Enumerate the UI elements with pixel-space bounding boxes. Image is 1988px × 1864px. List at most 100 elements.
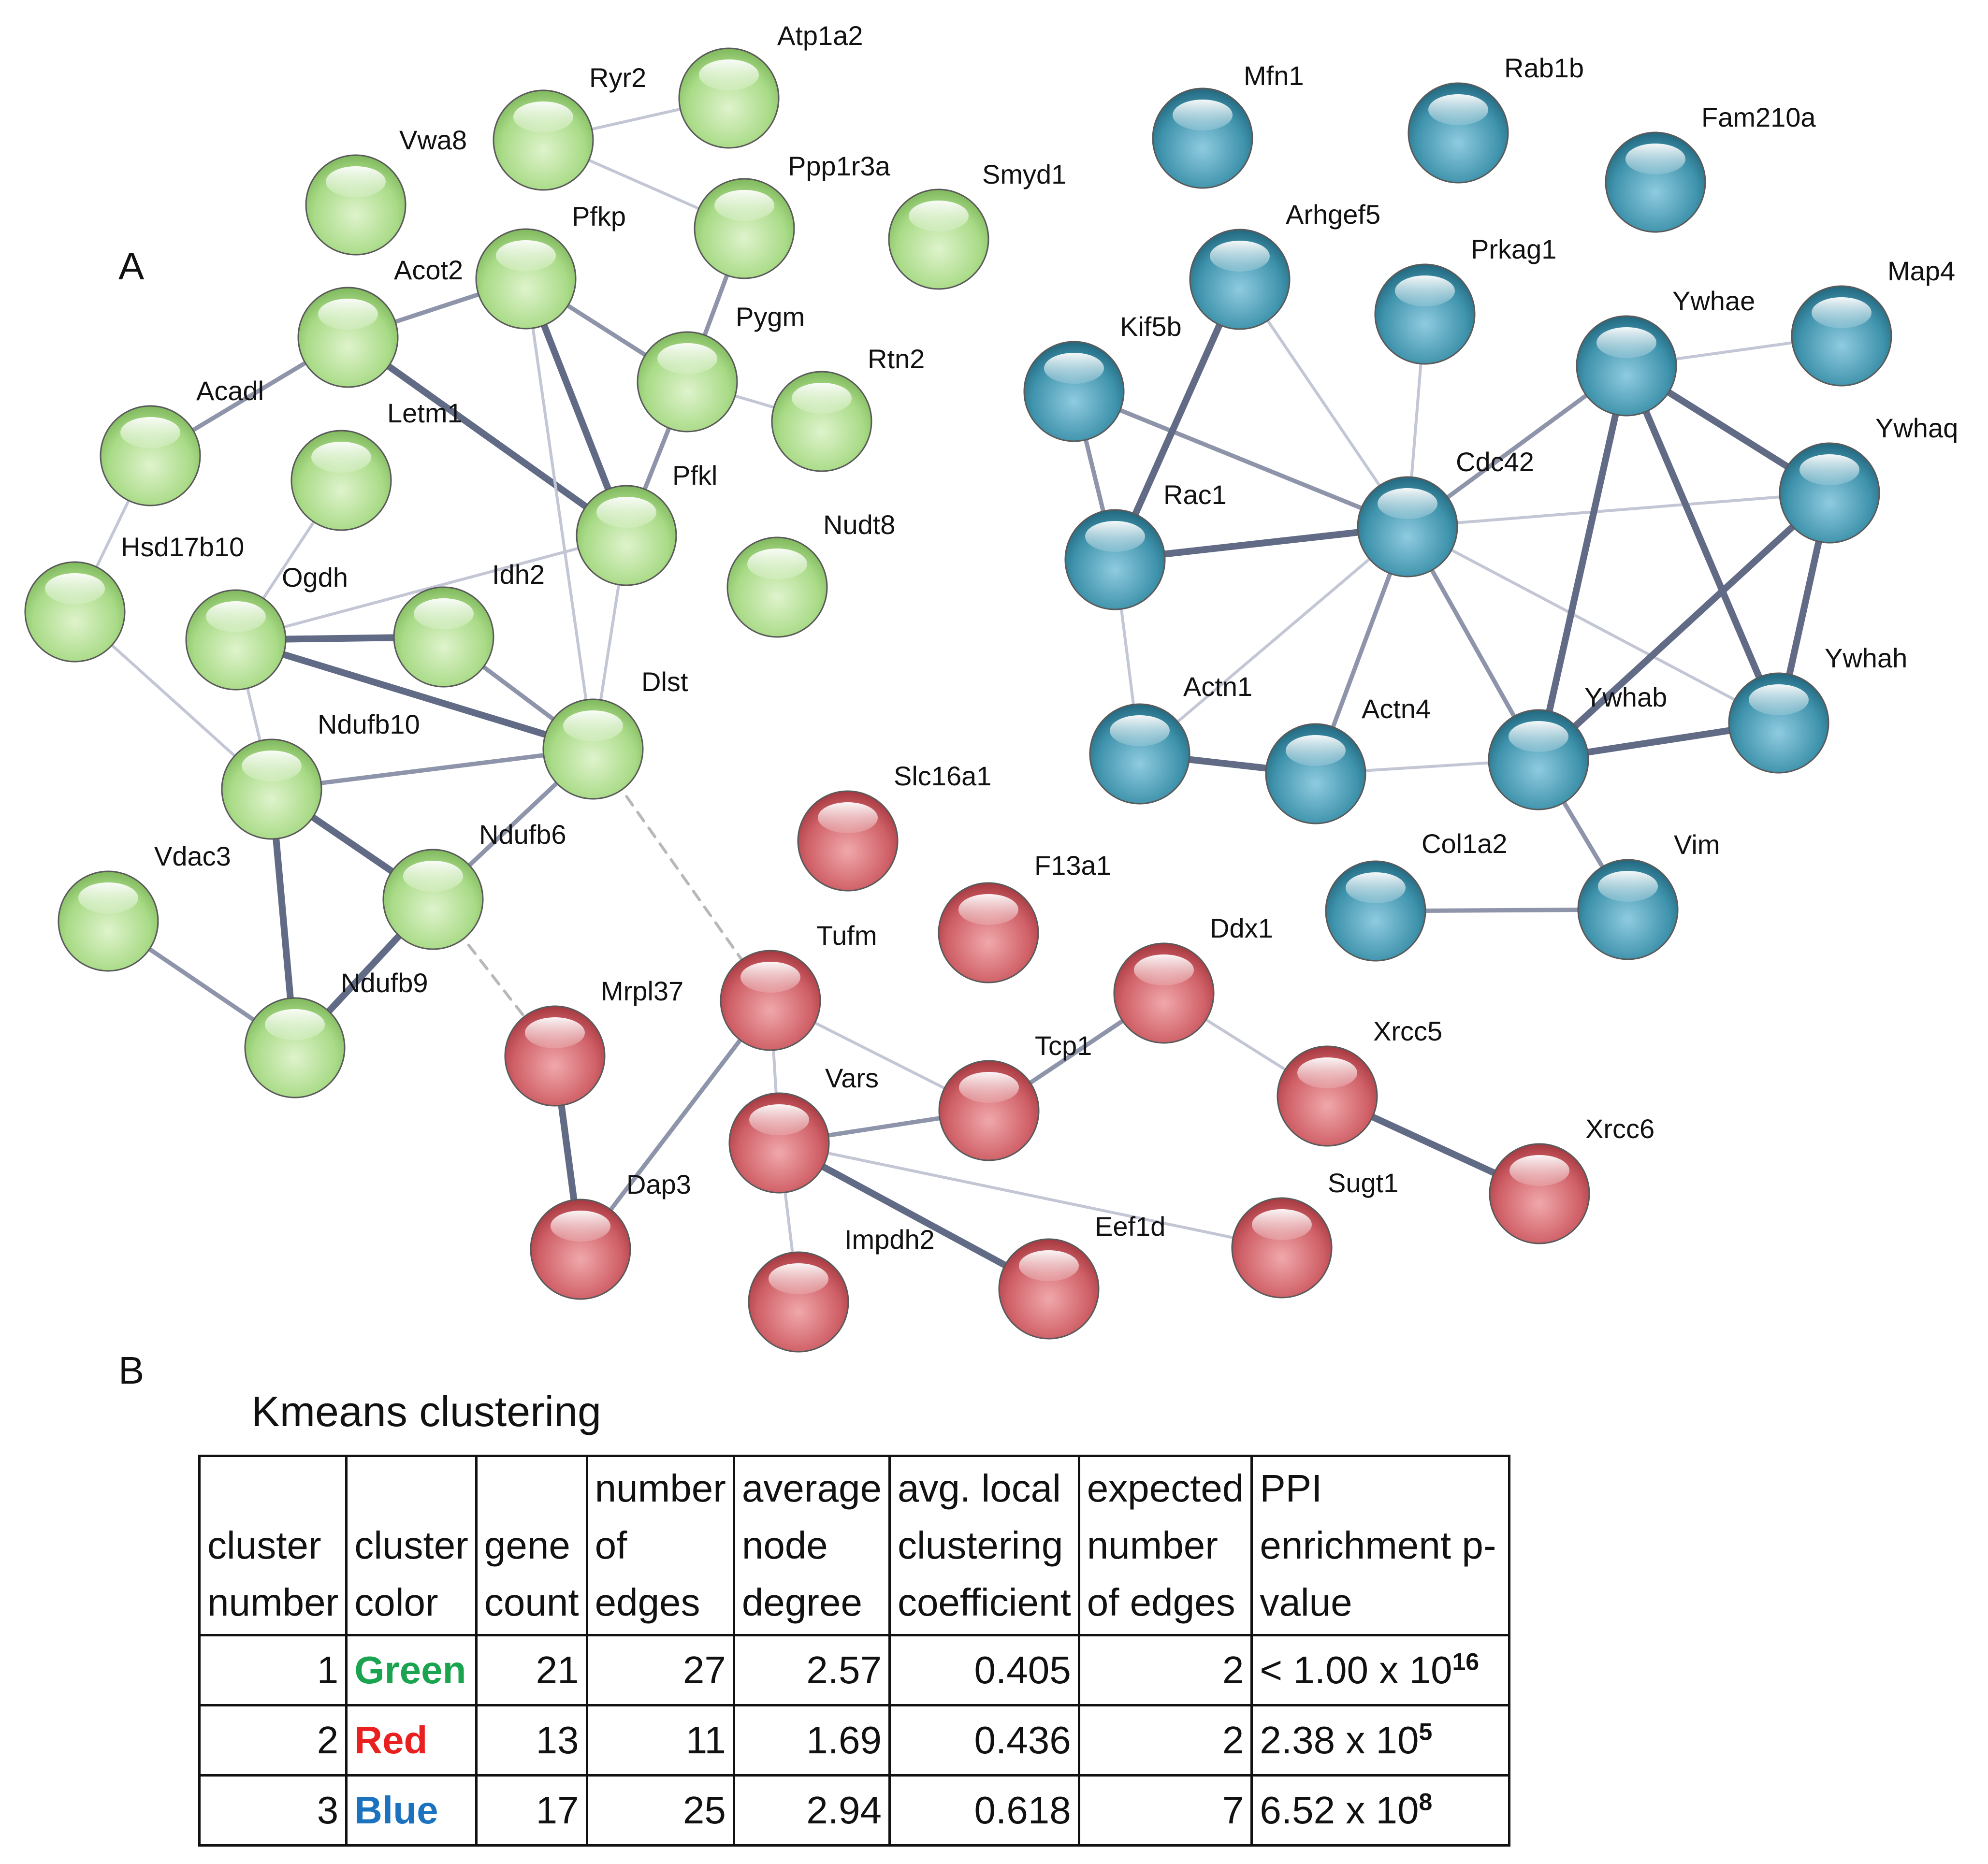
node-label: Pygm	[736, 302, 805, 332]
node-gloss	[1378, 488, 1437, 519]
node-eef1d: Eef1d	[998, 1211, 1165, 1340]
node-gloss	[1210, 241, 1270, 272]
edge-ywhae-ywhah	[1623, 362, 1782, 726]
node-cdc42: Cdc42	[1357, 447, 1534, 578]
node-label: Ddx1	[1210, 913, 1273, 943]
edge-dlst-tufm	[592, 748, 772, 1002]
node-gloss	[1134, 954, 1194, 985]
node-gloss	[414, 598, 474, 629]
edge-arhgef5-rac1	[1112, 276, 1243, 563]
node-label: Nudt8	[823, 509, 895, 540]
node-label: Fam210a	[1701, 102, 1816, 132]
cell-cluster-color-blue: Blue	[345, 1774, 478, 1847]
edge-ogdh-dlst	[232, 636, 596, 752]
node-ndufb10: Ndufb10	[221, 709, 420, 840]
node-vwa8: Vwa8	[305, 125, 467, 256]
table-title: Kmeans clustering	[251, 1387, 601, 1435]
cell-expected-edges: 2	[1077, 1634, 1253, 1706]
node-pygm: Pygm	[637, 302, 805, 433]
node-arhgef5: Arhgef5	[1189, 199, 1380, 330]
node-gloss	[513, 101, 573, 132]
node-label: Kif5b	[1120, 311, 1182, 342]
edge-ywhae-ywhab	[1535, 362, 1630, 763]
edge-kif5b-cdc42	[1072, 389, 1410, 529]
table-header-row: cluster number cluster color gene count …	[198, 1455, 1511, 1636]
cell-clustering-coefficient: 0.405	[888, 1634, 1080, 1706]
node-gloss	[1173, 100, 1233, 130]
node-sugt1: Sugt1	[1231, 1168, 1398, 1299]
cell-average-node-degree: 2.57	[732, 1634, 891, 1706]
cell-gene-count: 17	[475, 1774, 588, 1847]
node-smyd1: Smyd1	[888, 159, 1066, 290]
node-rtn2: Rtn2	[771, 344, 925, 472]
node-label: Pfkl	[672, 460, 717, 491]
panel-b-label: B	[118, 1349, 145, 1392]
node-gloss	[1596, 327, 1656, 358]
node-hsd17b10: Hsd17b10	[24, 532, 244, 663]
header-cluster-color: cluster color	[345, 1455, 478, 1636]
node-gloss	[769, 1263, 828, 1294]
node-label: Slc16a1	[894, 761, 991, 791]
node-pfkl: Pfkl	[576, 460, 717, 586]
cell-ppi-enrichment: 6.52 x 108	[1250, 1774, 1511, 1847]
node-pfkp: Pfkp	[475, 201, 626, 330]
node-rac1: Rac1	[1064, 479, 1227, 610]
node-gloss	[749, 1104, 809, 1135]
cell-clustering-coefficient: 0.618	[888, 1774, 1080, 1847]
node-gloss	[1110, 715, 1170, 746]
cell-clustering-coefficient: 0.436	[888, 1704, 1080, 1777]
node-gloss	[265, 1009, 325, 1040]
node-label: Cdc42	[1456, 447, 1534, 477]
table-row: 1 Green 21 27 2.57 0.405 2 < 1.00 x 1016	[198, 1634, 1511, 1706]
node-gloss	[551, 1211, 610, 1242]
header-clustering-coefficient: avg. local clustering coefficient	[888, 1455, 1080, 1636]
node-gloss	[120, 417, 180, 448]
node-gloss	[206, 601, 266, 632]
p-value-exponent: 5	[1419, 1718, 1433, 1746]
node-letm1: Letm1	[290, 398, 463, 531]
node-xrcc6: Xrcc6	[1489, 1113, 1654, 1244]
edge-cdc42-ywhaq	[1406, 491, 1831, 528]
node-ppp1r3a: Ppp1r3a	[694, 151, 891, 279]
node-actn4: Actn4	[1265, 694, 1431, 824]
node-gloss	[657, 343, 717, 374]
p-value-base: 6.52 x 10	[1260, 1789, 1419, 1832]
node-label: Sugt1	[1328, 1168, 1398, 1198]
node-label: Xrcc5	[1373, 1016, 1442, 1046]
node-label: Letm1	[387, 398, 463, 428]
node-mfn1: Mfn1	[1152, 60, 1304, 189]
node-ryr2: Ryr2	[493, 62, 646, 191]
node-label: Mrpl37	[601, 976, 683, 1006]
node-gloss	[596, 497, 656, 528]
node-gloss	[1252, 1209, 1312, 1240]
node-label: Mfn1	[1244, 60, 1304, 91]
node-label: Rtn2	[868, 344, 925, 374]
node-mrpl37: Mrpl37	[504, 976, 683, 1107]
node-tcp1: Tcp1	[938, 1030, 1092, 1161]
node-gloss	[1812, 297, 1872, 328]
cell-ppi-enrichment: < 1.00 x 1016	[1250, 1634, 1511, 1706]
node-ddx1: Ddx1	[1113, 913, 1273, 1044]
cell-average-node-degree: 2.94	[732, 1774, 891, 1847]
node-gloss	[1346, 872, 1406, 903]
kmeans-table: cluster number cluster color gene count …	[198, 1455, 1511, 1847]
table-row: 2 Red 13 11 1.69 0.436 2 2.38 x 105	[198, 1704, 1511, 1777]
node-gloss	[1749, 684, 1809, 715]
node-prkag1: Prkag1	[1374, 234, 1556, 365]
node-gloss	[818, 802, 878, 833]
node-gloss	[1044, 353, 1104, 384]
cell-expected-edges: 2	[1077, 1704, 1253, 1777]
cell-number-of-edges: 27	[585, 1634, 735, 1706]
node-label: Ryr2	[589, 62, 646, 93]
node-label: Impdh2	[844, 1224, 935, 1255]
node-label: Vim	[1674, 829, 1720, 860]
node-gloss	[747, 549, 807, 579]
node-ywhae: Ywhae	[1576, 286, 1755, 417]
node-gloss	[909, 201, 969, 231]
node-col1a2: Col1a2	[1325, 828, 1507, 962]
node-nudt8: Nudt8	[726, 509, 895, 638]
node-impdh2: Impdh2	[748, 1224, 935, 1353]
node-label: Vdac3	[154, 841, 231, 871]
node-ndufb9: Ndufb9	[244, 968, 428, 1098]
